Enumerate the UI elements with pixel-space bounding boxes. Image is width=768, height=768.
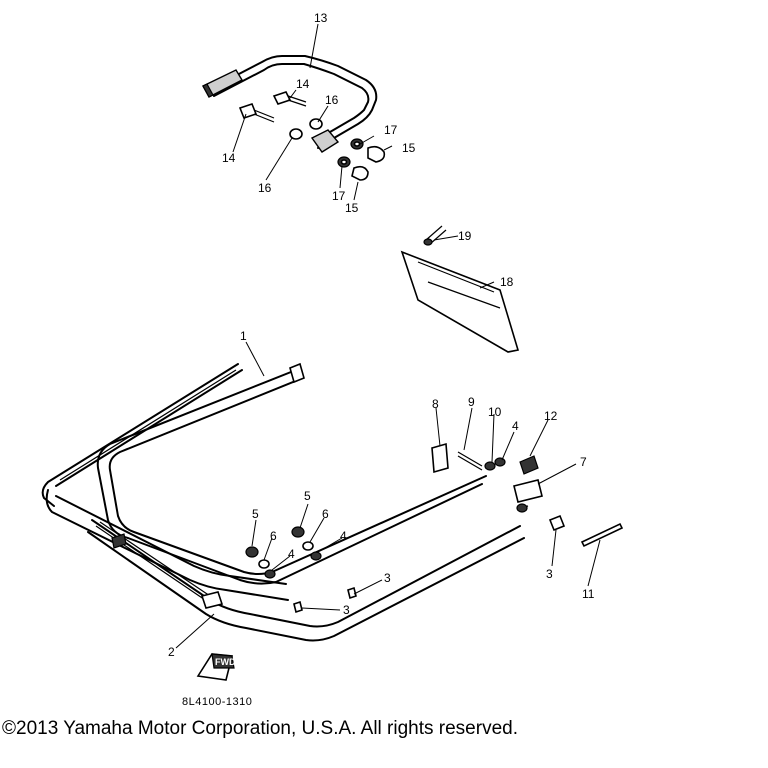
grab-handle-part (202, 55, 378, 153)
fwd-badge: FWD (196, 653, 236, 681)
callouts: 13 14 14 16 16 17 15 17 15 19 18 1 2 8 9… (168, 11, 595, 659)
callout-15-lower: 15 (345, 201, 359, 215)
callout-5-left: 5 (252, 507, 259, 521)
callout-3-right: 3 (546, 567, 553, 581)
latch-fasteners (431, 442, 539, 475)
copyright-notice: ©2013 Yamaha Motor Corporation, U.S.A. A… (2, 718, 518, 739)
callout-3-mid: 3 (384, 571, 391, 585)
callout-11: 11 (582, 587, 595, 601)
callout-13: 13 (314, 11, 328, 25)
callout-4-right: 4 (512, 419, 519, 433)
cover-plate-part (400, 225, 520, 353)
callout-9: 9 (468, 395, 475, 409)
callout-1: 1 (240, 329, 247, 343)
callout-6-left: 6 (270, 529, 277, 543)
callout-16-lower: 16 (258, 181, 272, 195)
callout-7: 7 (580, 455, 587, 469)
callout-12: 12 (544, 409, 558, 423)
callout-8: 8 (432, 397, 439, 411)
callout-14-lower: 14 (222, 151, 236, 165)
drawing-code: 8L4100-1310 (182, 696, 253, 708)
callout-17-lower: 17 (332, 189, 346, 203)
callout-4-mid: 4 (340, 529, 347, 543)
callout-19: 19 (458, 229, 472, 243)
callout-5-right: 5 (304, 489, 311, 503)
fwd-label: FWD (215, 657, 236, 667)
callout-10: 10 (488, 405, 502, 419)
callout-6-right: 6 (322, 507, 329, 521)
callout-18: 18 (500, 275, 514, 289)
leader-lines (175, 23, 601, 649)
callout-15-upper: 15 (402, 141, 416, 155)
callout-4-left: 4 (288, 547, 295, 561)
callout-17-upper: 17 (384, 123, 398, 137)
frame-rail-part (41, 362, 543, 642)
callout-3-left: 3 (343, 603, 350, 617)
callout-2: 2 (168, 645, 175, 659)
frame-fasteners (245, 514, 624, 614)
callout-16-upper: 16 (325, 93, 339, 107)
callout-14-upper: 14 (296, 77, 310, 91)
handle-fasteners (238, 91, 386, 181)
